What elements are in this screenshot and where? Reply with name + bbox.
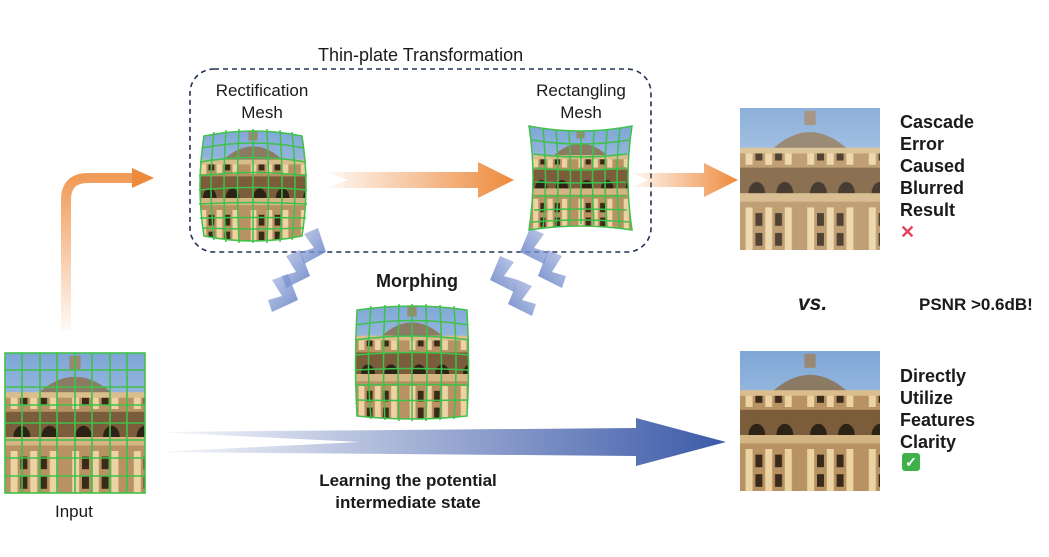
cross-mark-icon: ✕ [900, 222, 916, 242]
rectification-label: Rectification Mesh [215, 81, 309, 122]
check-mark-icon: ✓ [902, 453, 920, 471]
rectangling-label: Rectangling Mesh [536, 81, 626, 122]
rectangling-mesh-image [528, 125, 633, 231]
input-image [4, 352, 146, 494]
orange-arrow-mid [326, 162, 514, 198]
orange-arrow-result [632, 163, 738, 197]
cascade-result-text: Cascade Error Caused Blurred Result ✕ [900, 112, 975, 242]
thin-plate-title: Thin-plate Transformation [318, 45, 524, 65]
chevrons-left [268, 228, 326, 312]
direct-result-text: Directly Utilize Features Clarity✓ [900, 366, 976, 471]
vs-label: vs. [798, 292, 828, 315]
input-label: Input [55, 502, 93, 521]
morphing-image [354, 303, 470, 422]
orange-arrow-up [61, 173, 135, 330]
morphing-label: Morphing [376, 271, 458, 291]
orange-arrow-up-head [132, 168, 154, 188]
rectification-mesh-image [198, 128, 308, 244]
cascade-result-image [740, 108, 880, 250]
blue-arrow-bottom [156, 418, 726, 466]
psnr-label: PSNR >0.6dB! [919, 295, 1033, 314]
thin-plate-frame [189, 68, 652, 253]
learning-label: Learning the potential intermediate stat… [319, 471, 497, 512]
direct-result-image [740, 351, 880, 491]
chevrons-right [490, 228, 566, 316]
